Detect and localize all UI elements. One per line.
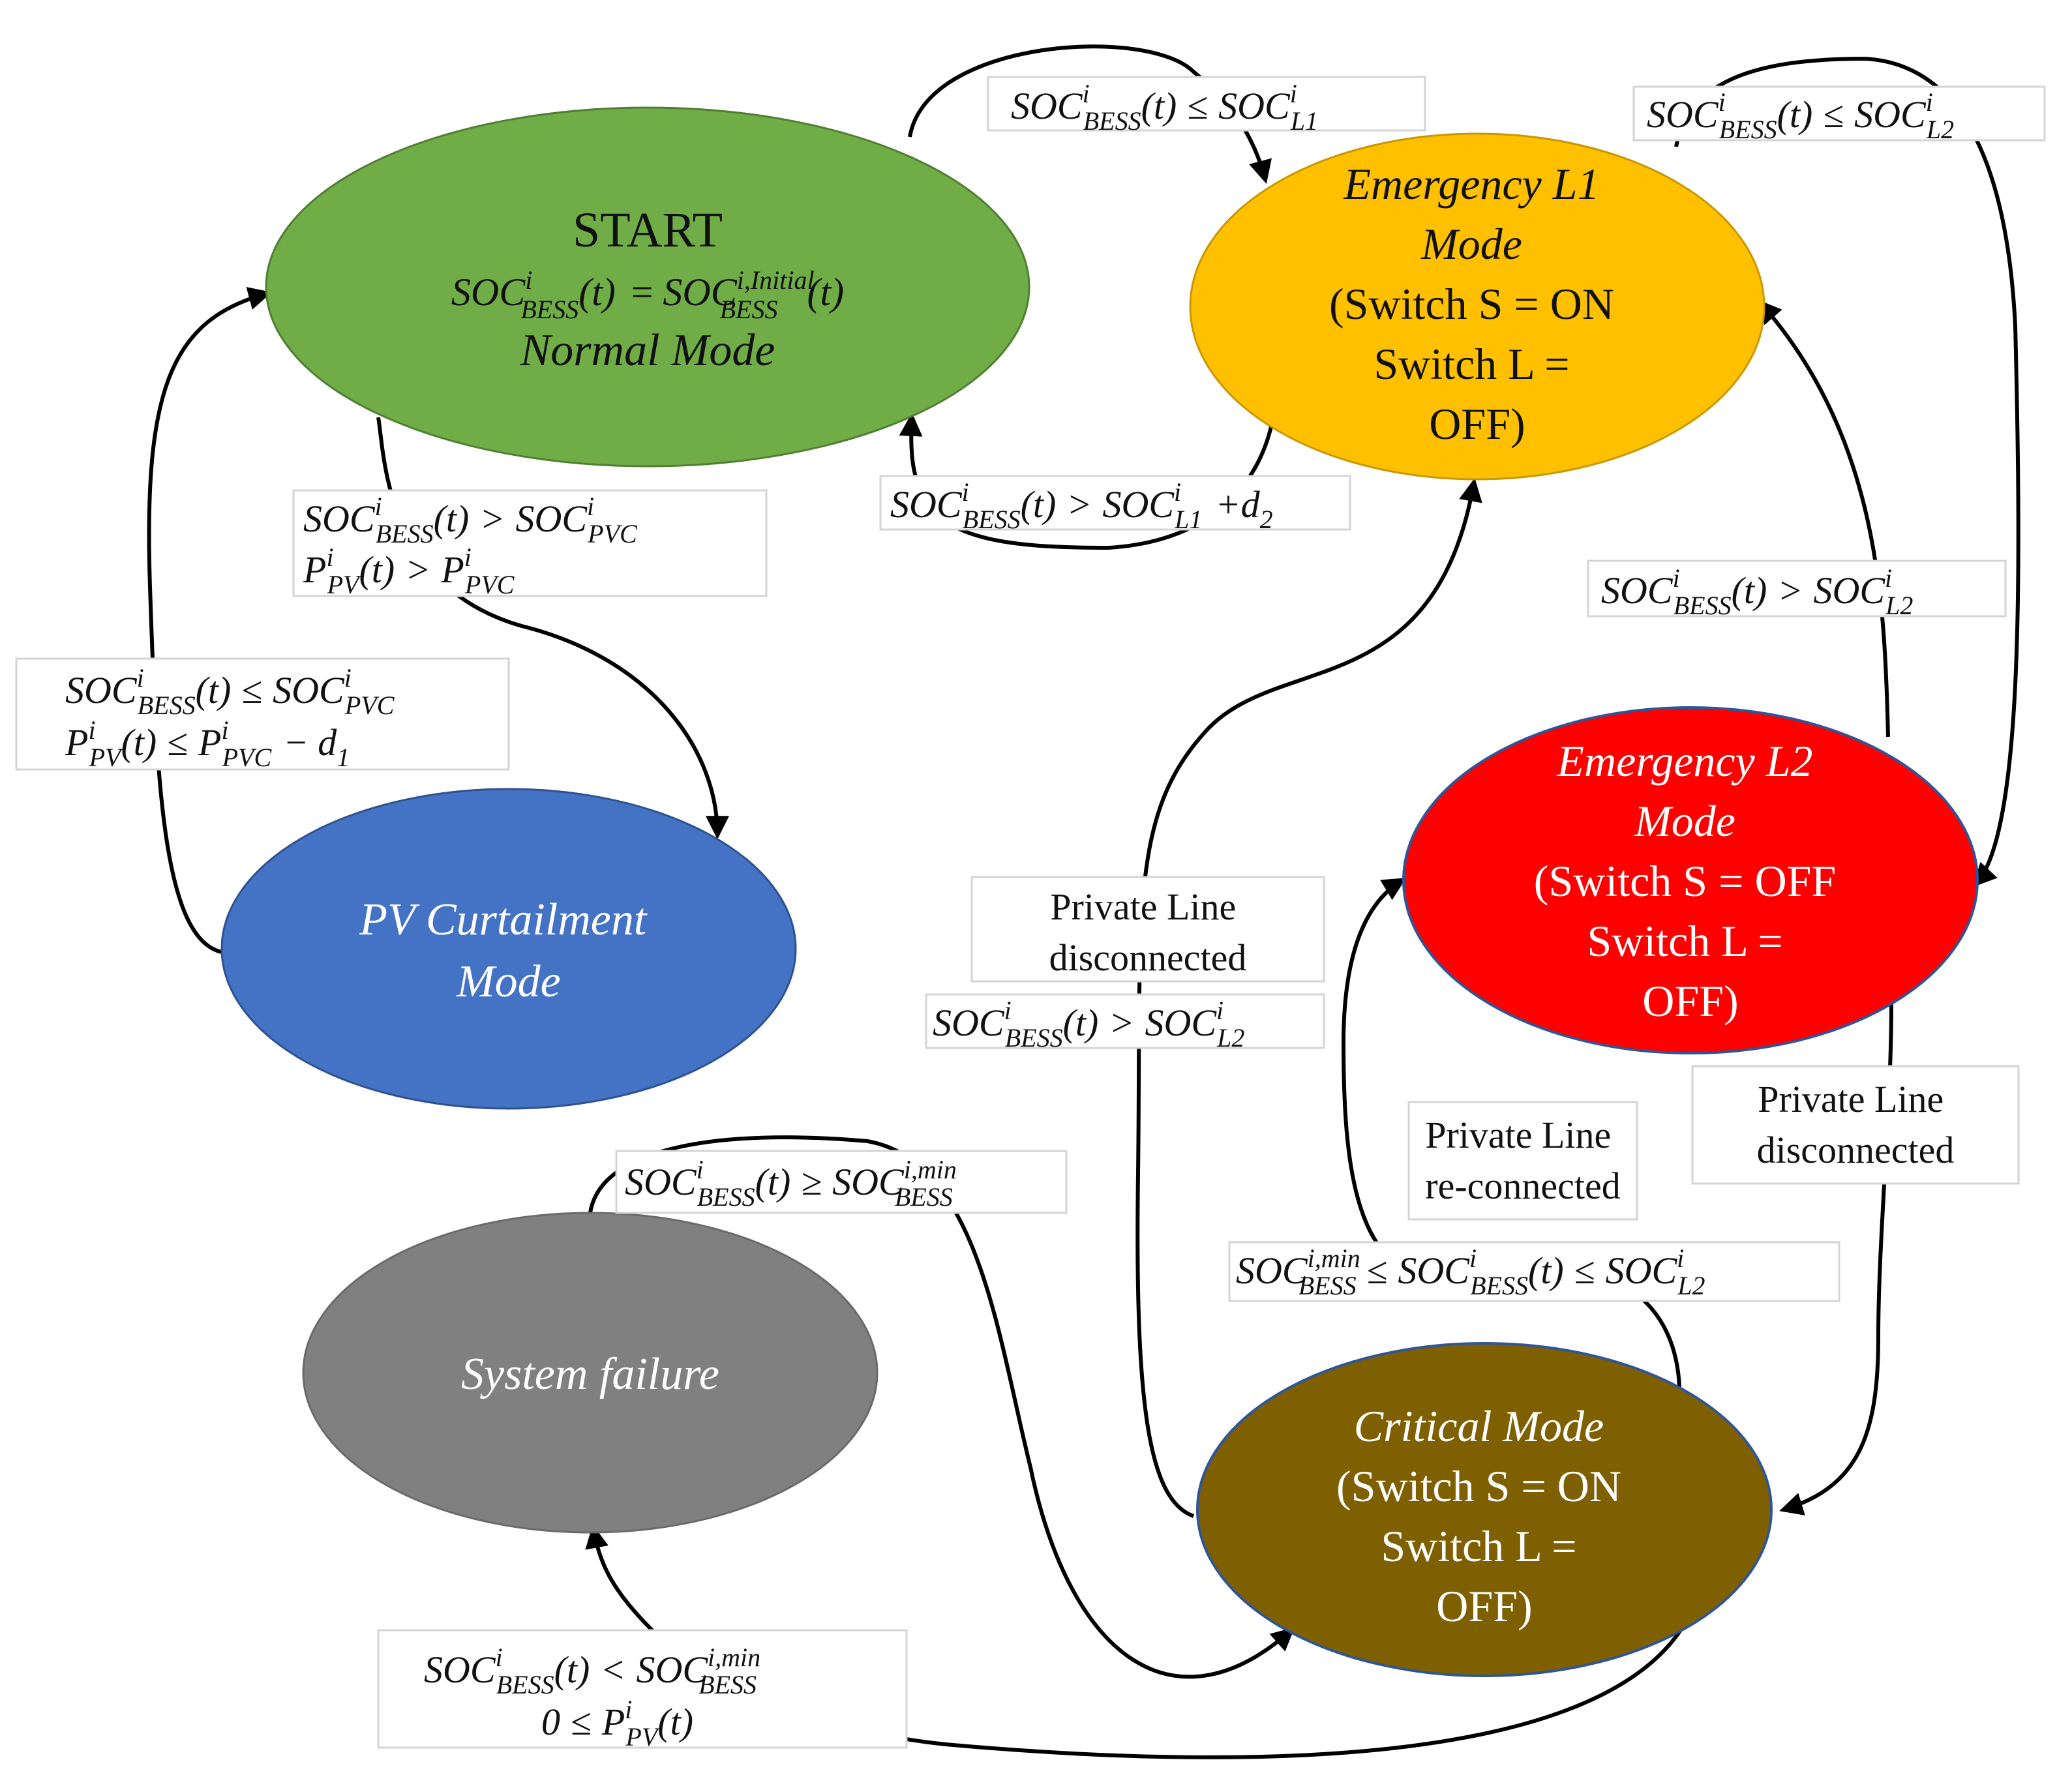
node-emergency-l1-shape (1189, 132, 1765, 481)
node-critical-switch-s: (Switch S = ON (1336, 1461, 1621, 1511)
edge-failure-to-critical (588, 1135, 1295, 1679)
node-start-title: START (573, 203, 723, 258)
node-pv-curtailment-shape (220, 788, 797, 1110)
svg-text:Private Line disconnecte: Private Line disconnected (1049, 886, 1247, 979)
node-emergency-l1-mode: Mode (1420, 219, 1522, 269)
node-critical-switch-l: Switch L = (1381, 1521, 1576, 1571)
node-start-shape (265, 106, 1030, 468)
node-emergency-l1-off: OFF) (1429, 399, 1525, 449)
node-emergency-l2-title: Emergency L2 (1556, 736, 1812, 786)
label-private-line-2: Private Line (1758, 1078, 1944, 1120)
node-system-failure[interactable]: System failure (302, 1212, 878, 1534)
node-system-failure-shape (302, 1212, 878, 1534)
node-system-failure-title: System failure (461, 1349, 719, 1399)
label-private-line-1: Private Line (1050, 886, 1236, 928)
node-emergency-l2-switch-l: Switch L = (1587, 916, 1782, 966)
label-reconnected: re-connected (1425, 1165, 1620, 1207)
edge-critical-to-l1 (1135, 477, 1482, 1518)
node-emergency-l2-shape (1402, 706, 1979, 1054)
node-critical-off: OFF) (1436, 1581, 1532, 1631)
svg-text:PV Curtailment Mode: PV Curtailment Mode (359, 895, 658, 1007)
node-emergency-l2-switch-s: (Switch S = OFF (1534, 856, 1836, 906)
node-emergency-l2-mode: Mode (1634, 796, 1735, 846)
svg-text:Private Line disconnecte: Private Line disconnected (1757, 1078, 1955, 1171)
svg-text:Emergency L1 Mode: Emergency L1 Mode (Switch S = ON Switch … (1329, 159, 1625, 449)
svg-text:Normal Mode: Normal Mode (520, 325, 775, 376)
edge-pv-to-normal (147, 287, 272, 954)
node-emergency-l1[interactable]: Emergency L1 Mode (Switch S = ON Switch … (1189, 132, 1765, 481)
svg-text:Private Line re-connecte: Private Line re-connected (1425, 1114, 1621, 1207)
label-critical-to-l2: Private Line re-connected (1407, 1101, 1638, 1221)
edge-l1-to-l2 (1674, 56, 2020, 888)
node-emergency-l2[interactable]: Emergency L2 Mode (Switch S = OFF Switch… (1402, 706, 1979, 1054)
node-pv-curtailment-title: PV Curtailment (359, 895, 648, 945)
edge-l2-to-l1 (1758, 299, 1890, 738)
edge-normal-to-pv (376, 417, 729, 840)
label-disconnected-1: disconnected (1049, 936, 1247, 979)
node-pv-curtailment-mode: Mode (456, 957, 560, 1007)
node-emergency-l2-off: OFF) (1642, 976, 1738, 1026)
node-critical-title: Critical Mode (1354, 1401, 1604, 1451)
svg-text:START: START (573, 203, 723, 258)
svg-text:Emergency L2 Mode: Emergency L2 Mode (Switch S = OFF Switch… (1534, 736, 1847, 1026)
svg-text:System failure: System failure (461, 1349, 719, 1399)
node-critical-shape (1196, 1342, 1773, 1677)
label-l2-to-critical: Private Line disconnected (1691, 1065, 2020, 1185)
node-emergency-l1-switch-l: Switch L = (1374, 339, 1569, 389)
label-private-line-3: Private Line (1425, 1114, 1611, 1156)
node-pv-curtailment[interactable]: PV Curtailment Mode (220, 788, 797, 1110)
node-start-subtitle: Normal Mode (520, 325, 775, 376)
node-emergency-l1-switch-s: (Switch S = ON (1329, 279, 1614, 329)
edge-critical-to-failure (585, 1524, 1685, 1759)
label-disconnected-2: disconnected (1757, 1129, 1955, 1171)
svg-text:Critical Mode (Switch S: Critical Mode (Switch S = ON Switch L = … (1336, 1401, 1632, 1631)
node-emergency-l1-title: Emergency L1 (1343, 159, 1599, 209)
node-critical[interactable]: Critical Mode (Switch S = ON Switch L = … (1196, 1342, 1773, 1677)
